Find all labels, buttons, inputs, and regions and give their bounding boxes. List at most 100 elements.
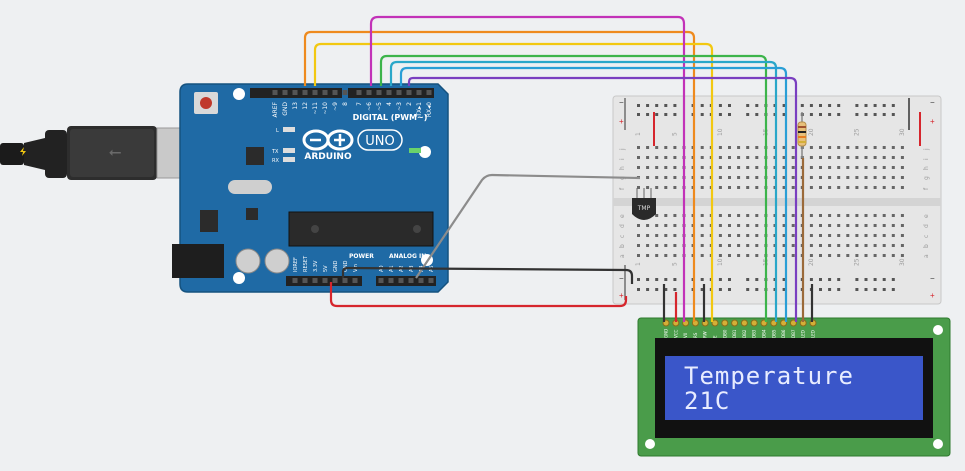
header-pin[interactable]	[396, 90, 402, 95]
rail-hole[interactable]	[882, 278, 886, 281]
header-pin[interactable]	[342, 278, 348, 283]
breadboard-hole[interactable]	[864, 254, 868, 257]
breadboard-hole[interactable]	[882, 244, 886, 247]
breadboard-hole[interactable]	[882, 254, 886, 257]
breadboard-hole[interactable]	[718, 156, 722, 159]
breadboard-hole[interactable]	[737, 244, 741, 247]
breadboard-hole[interactable]	[746, 224, 750, 227]
rail-hole[interactable]	[855, 278, 859, 281]
breadboard-hole[interactable]	[637, 254, 640, 257]
breadboard-hole[interactable]	[673, 224, 677, 227]
breadboard-hole[interactable]	[755, 166, 759, 169]
breadboard-hole[interactable]	[873, 214, 877, 217]
breadboard-hole[interactable]	[900, 244, 904, 247]
rail-hole[interactable]	[746, 278, 750, 281]
breadboard-hole[interactable]	[637, 224, 640, 227]
breadboard-hole[interactable]	[655, 214, 659, 217]
breadboard-hole[interactable]	[882, 146, 886, 149]
wire-gray[interactable]	[415, 173, 641, 279]
rail-hole[interactable]	[718, 104, 722, 107]
breadboard-hole[interactable]	[718, 214, 722, 217]
rail-hole[interactable]	[646, 288, 650, 291]
breadboard-hole[interactable]	[809, 254, 813, 257]
breadboard-hole[interactable]	[646, 176, 650, 179]
breadboard-hole[interactable]	[646, 186, 650, 189]
breadboard-hole[interactable]	[664, 254, 668, 257]
breadboard-hole[interactable]	[837, 176, 841, 179]
breadboard-hole[interactable]	[737, 234, 741, 237]
header-pin[interactable]	[406, 90, 412, 95]
breadboard-hole[interactable]	[882, 176, 886, 179]
wire-cyan[interactable]	[399, 66, 788, 322]
rail-hole[interactable]	[655, 278, 659, 281]
breadboard-hole[interactable]	[809, 186, 813, 189]
breadboard-hole[interactable]	[755, 254, 759, 257]
breadboard-hole[interactable]	[673, 214, 677, 217]
rail-hole[interactable]	[891, 104, 895, 107]
breadboard-hole[interactable]	[746, 176, 750, 179]
rail-hole[interactable]	[828, 288, 832, 291]
rail-hole[interactable]	[882, 104, 886, 107]
breadboard-hole[interactable]	[819, 214, 822, 217]
rail-hole[interactable]	[837, 288, 841, 291]
breadboard-hole[interactable]	[809, 156, 813, 159]
breadboard-hole[interactable]	[819, 234, 822, 237]
breadboard-hole[interactable]	[791, 234, 795, 237]
header-pin[interactable]	[302, 90, 308, 95]
rail-hole[interactable]	[673, 113, 677, 116]
breadboard-hole[interactable]	[864, 234, 868, 237]
header-pin[interactable]	[418, 278, 424, 283]
rail-hole[interactable]	[809, 113, 813, 116]
breadboard-hole[interactable]	[791, 146, 795, 149]
breadboard-hole[interactable]	[728, 214, 731, 217]
rail-hole[interactable]	[728, 104, 731, 107]
breadboard-hole[interactable]	[728, 224, 731, 227]
breadboard-hole[interactable]	[809, 214, 813, 217]
breadboard-hole[interactable]	[891, 146, 895, 149]
rail-hole[interactable]	[837, 113, 841, 116]
rail-hole[interactable]	[837, 104, 841, 107]
breadboard-hole[interactable]	[809, 146, 813, 149]
wire-green[interactable]	[379, 54, 768, 322]
breadboard-hole[interactable]	[755, 244, 759, 247]
rail-hole[interactable]	[637, 104, 640, 107]
breadboard-hole[interactable]	[891, 214, 895, 217]
breadboard-hole[interactable]	[819, 156, 822, 159]
rail-hole[interactable]	[755, 278, 759, 281]
header-pin[interactable]	[312, 90, 318, 95]
breadboard-hole[interactable]	[846, 166, 850, 169]
breadboard-hole[interactable]	[864, 146, 868, 149]
breadboard-hole[interactable]	[655, 244, 659, 247]
breadboard-hole[interactable]	[664, 146, 668, 149]
rail-hole[interactable]	[864, 278, 868, 281]
breadboard-hole[interactable]	[655, 146, 659, 149]
breadboard-hole[interactable]	[655, 166, 659, 169]
rail-hole[interactable]	[755, 104, 759, 107]
breadboard-hole[interactable]	[882, 224, 886, 227]
breadboard-hole[interactable]	[882, 234, 886, 237]
breadboard-hole[interactable]	[809, 234, 813, 237]
rail-hole[interactable]	[828, 113, 832, 116]
breadboard-hole[interactable]	[791, 254, 795, 257]
breadboard-hole[interactable]	[828, 166, 832, 169]
breadboard-hole[interactable]	[882, 214, 886, 217]
breadboard-hole[interactable]	[700, 244, 704, 247]
resistor[interactable]	[797, 112, 807, 158]
breadboard-hole[interactable]	[819, 244, 822, 247]
breadboard-hole[interactable]	[846, 156, 850, 159]
rail-hole[interactable]	[700, 113, 704, 116]
rail-hole[interactable]	[646, 104, 650, 107]
breadboard-hole[interactable]	[855, 156, 859, 159]
breadboard-hole[interactable]	[673, 234, 677, 237]
rail-hole[interactable]	[782, 113, 786, 116]
wire-teal[interactable]	[389, 60, 778, 322]
breadboard-hole[interactable]	[837, 166, 841, 169]
breadboard-hole[interactable]	[837, 254, 841, 257]
breadboard-hole[interactable]	[737, 166, 741, 169]
breadboard-hole[interactable]	[900, 224, 904, 227]
rail-hole[interactable]	[819, 288, 822, 291]
header-pin[interactable]	[366, 90, 372, 95]
breadboard-hole[interactable]	[882, 156, 886, 159]
rail-hole[interactable]	[664, 104, 668, 107]
